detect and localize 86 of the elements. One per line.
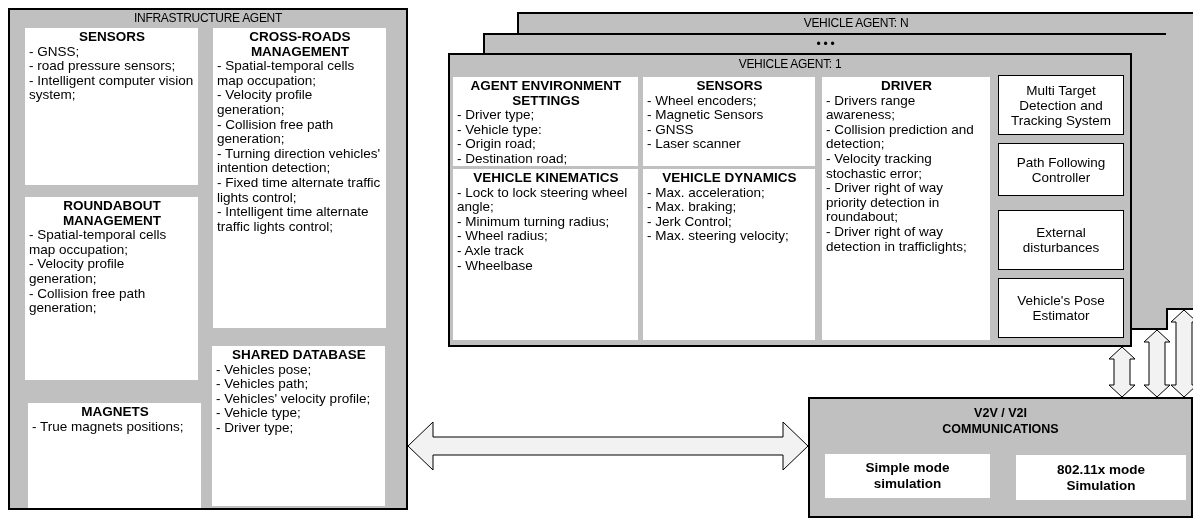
list-item: - Jerk Control;	[647, 214, 732, 230]
list-item: - Spatial-temporal cells map occupation;	[29, 228, 168, 258]
section-heading: VEHICLE DYNAMICS	[661, 171, 798, 186]
module-card	[643, 77, 815, 166]
agent-panel	[517, 12, 1193, 33]
list-item: - GNSS	[647, 122, 694, 138]
list-item: - Magnetic Sensors	[647, 108, 765, 123]
list-item: - Wheel encoders;	[647, 93, 758, 109]
section-heading: SENSORS	[78, 30, 146, 45]
module-card	[822, 77, 990, 340]
list-item: - Wheel radius;	[457, 229, 548, 244]
list-item: - Spatial-temporal cells map occupation;	[217, 59, 356, 89]
list-item: - Driver type;	[216, 420, 294, 436]
list-item: - Collision free path generation;	[217, 117, 335, 147]
list-item: - Intelligent time alternate traffic lights control;	[217, 205, 370, 235]
component-box	[998, 210, 1124, 270]
box-label: Simple mode simulation	[864, 460, 951, 492]
list-item: - Velocity tracking stochastic error;	[826, 151, 933, 182]
list-item: - Vehicles path;	[216, 377, 309, 392]
agent-panel	[448, 53, 1132, 347]
section-heading: VEHICLE KINEMATICS	[472, 171, 620, 186]
list-item: - Collision free path generation;	[29, 286, 147, 316]
component-box	[998, 143, 1124, 196]
box-label: External disturbances	[1021, 225, 1101, 255]
list-item: - Velocity profile generation;	[29, 257, 125, 287]
module-card	[213, 28, 386, 328]
list-item: - Lock to lock steering wheel angle;	[457, 185, 629, 215]
box-label: Vehicle's Pose Estimator	[1016, 293, 1106, 323]
double-arrow	[1108, 346, 1136, 398]
list-item: - Max. braking;	[647, 200, 738, 215]
list-item: - Origin road;	[457, 137, 536, 152]
list-item: - Vehicle type;	[216, 406, 301, 421]
agent-panel	[483, 33, 1168, 53]
list-item: - Vehicles' velocity profile;	[216, 391, 372, 407]
section-heading: ROUNDABOUT MANAGEMENT	[61, 199, 163, 229]
list-item: - Driver right of way detection in trafficlights;	[826, 224, 968, 255]
module-card	[453, 77, 638, 166]
section-heading: CROSS-ROADS MANAGEMENT	[248, 30, 352, 60]
section-heading: SENSORS	[695, 79, 764, 94]
section-heading: MAGNETS	[80, 405, 150, 420]
section-heading: AGENT ENVIRONMENT SETTINGS	[469, 79, 623, 109]
communications-panel	[808, 397, 1193, 518]
section-heading: SHARED DATABASE	[231, 348, 367, 363]
list-item: - Driver right of way priority detection in roundabout;	[826, 181, 945, 225]
mode-box	[1016, 455, 1186, 500]
agent-panel	[8, 8, 408, 510]
box-label: 802.11x mode Simulation	[1056, 461, 1146, 494]
mode-box	[825, 454, 990, 498]
component-box	[998, 75, 1124, 135]
module-card	[28, 403, 201, 508]
box-label: Path Following Controller	[1015, 154, 1107, 185]
panel-title: V2V / V2I COMMUNICATIONS	[941, 405, 1060, 437]
list-item: - Fixed time alternate traffic lights control;	[217, 175, 382, 206]
module-card	[643, 169, 815, 340]
panel-title: VEHICLE AGENT: 1	[737, 57, 843, 71]
double-arrow	[1143, 329, 1171, 398]
list-item: - Laser scanner	[647, 137, 742, 152]
list-item: - Destination road;	[457, 151, 569, 167]
double-arrow	[407, 421, 809, 471]
list-item: - Minimum turning radius;	[457, 214, 611, 230]
list-item: - Vehicle type:	[457, 122, 543, 138]
component-box	[998, 278, 1124, 338]
list-item: - Wheelbase	[457, 258, 534, 274]
list-item: - Collision prediction and detection;	[826, 122, 975, 152]
list-item: - Velocity profile generation;	[217, 88, 313, 118]
panel-title: • • •	[815, 37, 836, 51]
list-item: - GNSS;	[29, 44, 81, 60]
list-item: - Max. steering velocity;	[647, 229, 790, 244]
list-item: - True magnets positions;	[32, 419, 185, 435]
list-item: - road pressure sensors;	[29, 59, 177, 74]
module-card	[453, 169, 638, 340]
module-card	[25, 28, 198, 185]
list-item: - Intelligent computer vision system;	[29, 73, 195, 103]
list-item: - Axle track	[457, 243, 525, 259]
panel-title: VEHICLE AGENT: N	[802, 16, 910, 30]
module-card	[25, 197, 198, 380]
section-heading: DRIVER	[880, 79, 933, 94]
box-label: Multi Target Detection and Tracking System	[1010, 82, 1112, 128]
list-item: - Turning direction vehicles' intention detection;	[217, 146, 382, 176]
module-card	[212, 346, 385, 506]
list-item: - Drivers range awareness;	[826, 93, 917, 123]
panel-title: INFRASTRUCTURE AGENT	[133, 11, 283, 25]
list-item: - Driver type;	[457, 108, 536, 123]
double-arrow	[1170, 309, 1193, 398]
list-item: - Max. acceleration;	[647, 185, 766, 201]
list-item: - Vehicles pose;	[216, 362, 313, 378]
